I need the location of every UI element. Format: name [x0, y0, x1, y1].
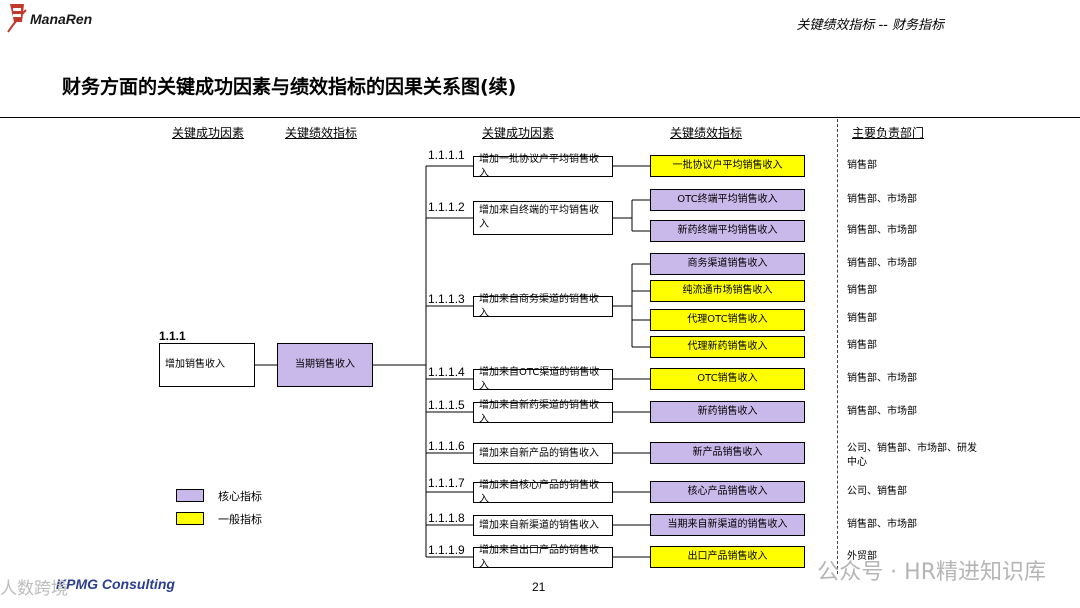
dept-text: 销售部 [847, 160, 877, 171]
branch-number: 1.1.1.8 [428, 511, 465, 525]
branch-number: 1.1.1.2 [428, 200, 465, 214]
seal-icon [7, 4, 27, 33]
branch-number: 1.1.1.3 [428, 292, 465, 306]
brand-name: ManaRen [30, 11, 93, 27]
dept-text: 销售部、市场部 [847, 258, 917, 269]
branch-number: 1.1.1.5 [428, 398, 465, 412]
dept-text: 公司、销售部 [847, 486, 907, 497]
legend-core-swatch [176, 489, 204, 502]
dept-text: 销售部 [847, 340, 877, 351]
page-number: 21 [532, 580, 546, 594]
kpi-box: 当期来自新渠道的销售收入 [650, 514, 805, 536]
branch-csf-box: 增加来自商务渠道的销售收入 [473, 294, 613, 319]
kpi-box: 核心产品销售收入 [650, 481, 805, 503]
branch-csf-box: 增加一批协议户平均销售收入 [473, 154, 613, 179]
manaren-logo: ManaRen [4, 2, 124, 40]
section-label: 关键绩效指标 -- 财务指标 [796, 18, 944, 33]
kpi-box: 纯流通市场销售收入 [650, 280, 805, 302]
branch-csf-box: 增加来自新产品的销售收入 [473, 443, 613, 464]
page-title: 财务方面的关键成功因素与绩效指标的因果关系图(续) [62, 76, 517, 98]
dept-text: 外贸部 [847, 551, 877, 562]
kpmg-logo: KPMG Consulting [56, 576, 175, 592]
legend-general-swatch [176, 512, 204, 525]
col-head-kpi-2: 关键绩效指标 [670, 126, 743, 140]
dept-text: 销售部、市场部 [847, 225, 917, 236]
col-head-csf-1: 关键成功因素 [172, 126, 245, 140]
kpi-box: OTC终端平均销售收入 [650, 189, 805, 211]
legend-core-label: 核心指标 [218, 490, 262, 503]
dept-text: 销售部、市场部 [847, 373, 917, 384]
dept-text: 销售部、市场部 [847, 519, 917, 530]
branch-csf-box: 增加来自终端的平均销售收入 [473, 201, 613, 235]
branch-csf-box: 增加来自出口产品的销售收入 [473, 545, 613, 570]
root-number: 1.1.1 [159, 329, 186, 343]
col-head-kpi-1: 关键绩效指标 [285, 126, 358, 140]
branch-number: 1.1.1.7 [428, 476, 465, 490]
branch-number: 1.1.1.6 [428, 439, 465, 453]
branch-number: 1.1.1.4 [428, 365, 465, 379]
dept-column-divider [837, 119, 838, 574]
dept-text: 销售部、市场部 [847, 194, 917, 205]
kpi-box: 出口产品销售收入 [650, 546, 805, 568]
watermark-text-left: 人数跨境 [0, 579, 68, 599]
watermark-text: 公众号 · HR精进知识库 [817, 560, 1046, 585]
kpi-box: 代理OTC销售收入 [650, 309, 805, 331]
col-head-dept: 主要负责部门 [852, 126, 925, 140]
kpi-box: 一批协议户平均销售收入 [650, 155, 805, 177]
branch-csf-box: 增加来自新渠道的销售收入 [473, 515, 613, 536]
branch-csf-box: 增加来自新药渠道的销售收入 [473, 400, 613, 425]
root-kpi-box: 当期销售收入 [277, 343, 373, 387]
dept-text: 销售部 [847, 285, 877, 296]
legend-general-label: 一般指标 [218, 513, 262, 526]
root-csf-box: 增加销售收入 [159, 343, 255, 387]
kpi-box: 商务渠道销售收入 [650, 253, 805, 275]
kpi-box: OTC销售收入 [650, 368, 805, 390]
dept-text: 公司、销售部、市场部、研发中心 [847, 443, 977, 468]
dept-text: 销售部、市场部 [847, 406, 917, 417]
branch-csf-box: 增加来自核心产品的销售收入 [473, 480, 613, 505]
branch-number: 1.1.1.1 [428, 148, 465, 162]
kpi-box: 新产品销售收入 [650, 442, 805, 464]
branch-number: 1.1.1.9 [428, 543, 465, 557]
kpi-box: 代理新药销售收入 [650, 336, 805, 358]
branch-csf-box: 增加来自OTC渠道的销售收入 [473, 367, 613, 392]
kpi-box: 新药终端平均销售收入 [650, 220, 805, 242]
dept-text: 销售部 [847, 313, 877, 324]
col-head-csf-2: 关键成功因素 [482, 126, 555, 140]
kpi-box: 新药销售收入 [650, 401, 805, 423]
title-divider [0, 117, 1080, 118]
